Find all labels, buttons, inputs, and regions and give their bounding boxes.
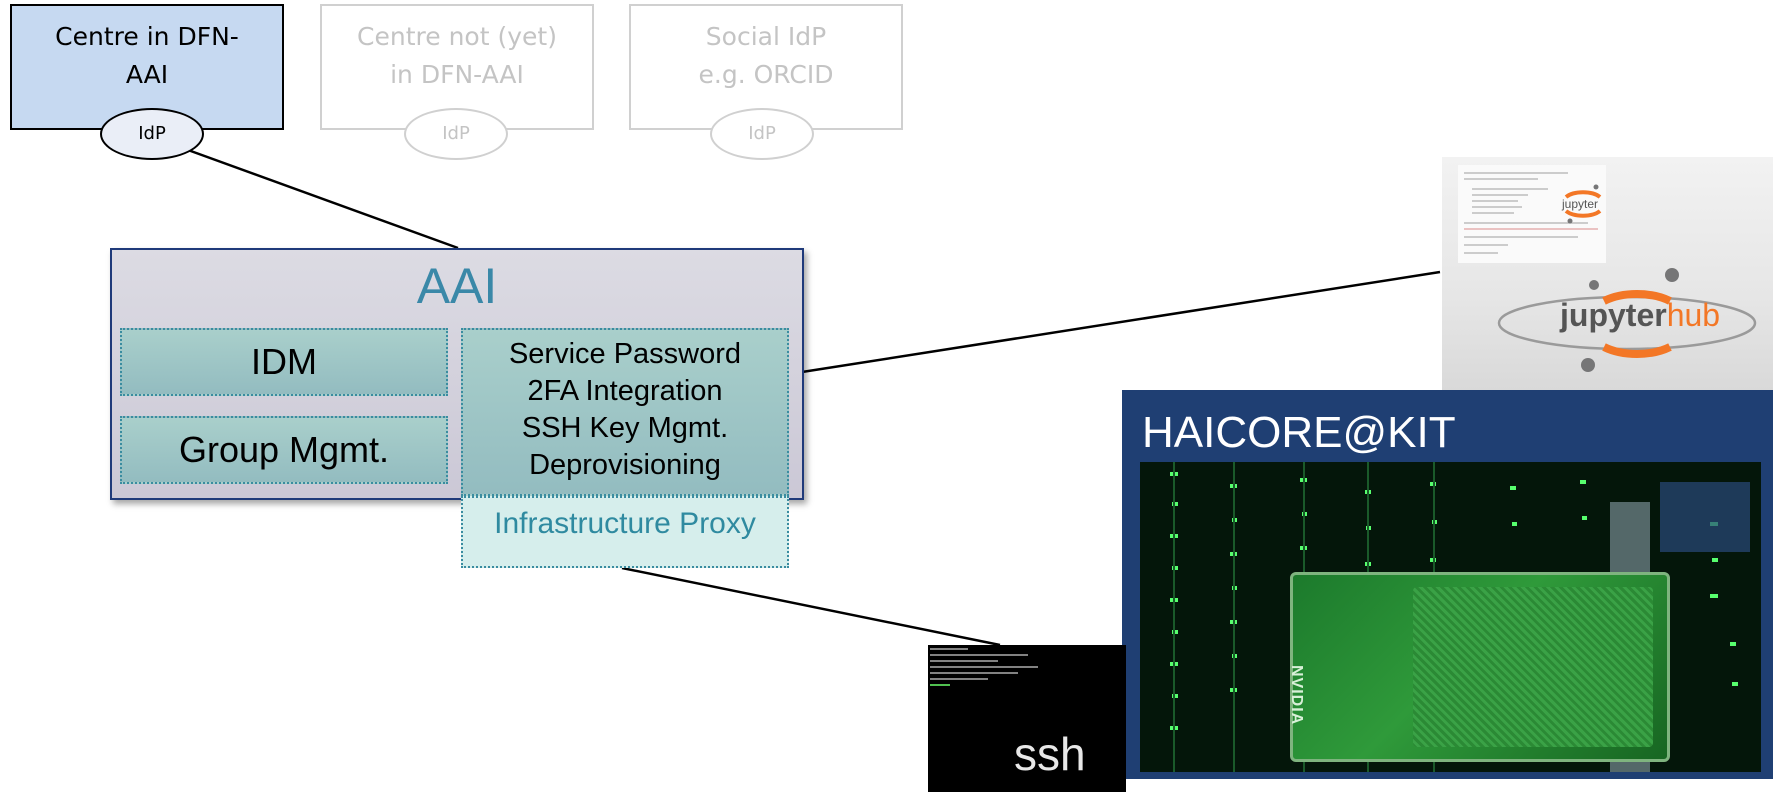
- jupyterhub-text-jupyter: jupyter: [1560, 297, 1667, 333]
- idp-title-line-1: Social IdP: [705, 22, 827, 51]
- group-mgmt-module: Group Mgmt.: [120, 416, 448, 484]
- gpu-server-photo: NVIDIA: [1140, 462, 1761, 772]
- idp-title-line-1: Centre in DFN-: [55, 22, 239, 51]
- idp-oval: IdP: [710, 108, 814, 160]
- ssh-terminal: ssh: [928, 645, 1126, 792]
- idm-module: IDM: [120, 328, 448, 396]
- notebook-code-lines: [1464, 172, 1598, 254]
- haicore-panel: HAICORE@KIT NVIDIA: [1122, 390, 1773, 779]
- idp-centre-dfn-aai: Centre in DFN- AAI: [10, 4, 284, 130]
- idp-title-line-2: e.g. ORCID: [698, 60, 834, 89]
- idp-title-line-1: Centre not (yet): [357, 22, 557, 51]
- service-item: SSH Key Mgmt.: [521, 412, 729, 444]
- idp-to-aai-line: [187, 148, 459, 250]
- group-mgmt-label: Group Mgmt.: [178, 429, 390, 470]
- gpu-heatsink: [1413, 587, 1653, 747]
- notebook-logo-text: jupyter: [1562, 197, 1599, 211]
- proxy-label: Infrastructure Proxy: [494, 507, 756, 540]
- jupyter-screenshot: jupyter jupyterhub: [1442, 157, 1773, 390]
- idp-oval: IdP: [100, 108, 204, 160]
- idp-title-line-2: AAI: [125, 60, 169, 89]
- idp-title-line-2: in DFN-AAI: [390, 60, 524, 89]
- jupyterhub-logo-text: jupyterhub: [1560, 297, 1720, 334]
- proxy-to-ssh-line: [621, 566, 1001, 647]
- gpu-brand-label: NVIDIA: [1288, 665, 1305, 726]
- aai-title: AAI: [416, 258, 498, 314]
- aai-to-jupyter-line: [801, 270, 1441, 374]
- jupyterhub-logo-icon: [1497, 268, 1757, 372]
- idp-oval: IdP: [404, 108, 508, 160]
- idp-centre-not-yet: Centre not (yet) in DFN-AAI: [320, 4, 594, 130]
- haicore-title: HAICORE@KIT: [1142, 408, 1456, 457]
- idm-label: IDM: [251, 341, 317, 382]
- gpu-card: NVIDIA: [1288, 572, 1670, 762]
- service-item: 2FA Integration: [527, 375, 723, 407]
- jupyter-notebook-logo-icon: [1564, 184, 1602, 224]
- terminal-text-lines: [930, 648, 1038, 686]
- infrastructure-proxy: Infrastructure Proxy: [461, 496, 789, 568]
- services-module: Service Password 2FA Integration SSH Key…: [461, 328, 789, 496]
- notebook-thumbnail: jupyter: [1458, 165, 1606, 263]
- jupyterhub-text-hub: hub: [1666, 297, 1721, 333]
- service-item: Service Password: [508, 338, 742, 370]
- service-item: Deprovisioning: [529, 449, 721, 481]
- ssh-label: ssh: [1014, 728, 1086, 780]
